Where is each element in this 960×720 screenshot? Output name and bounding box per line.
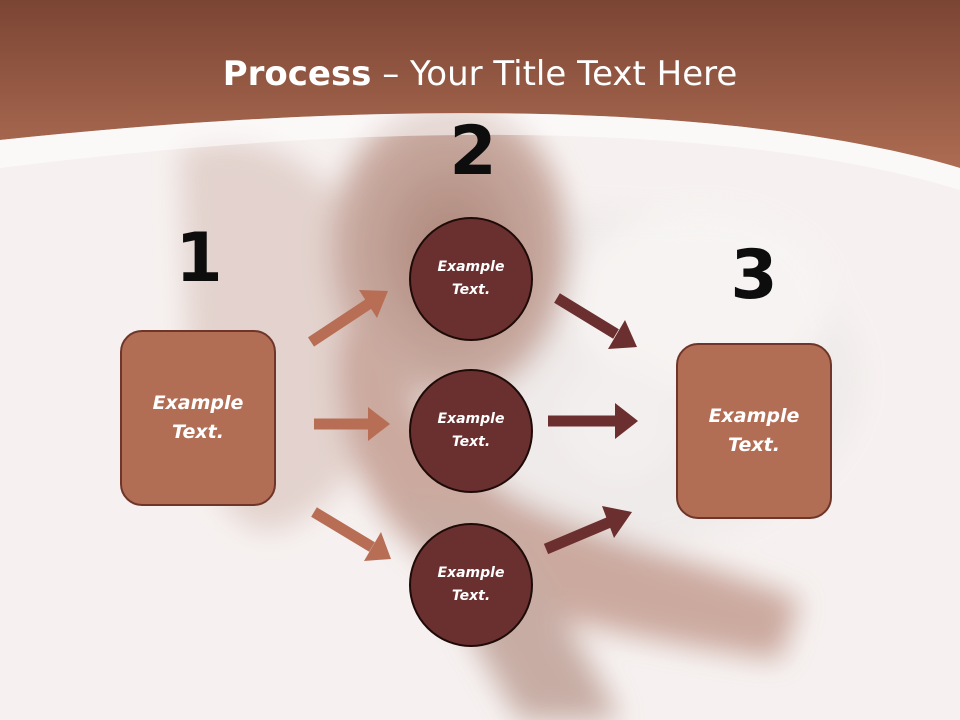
step-2-circle-top: Example Text.	[409, 217, 533, 341]
circle-middle-text-line-2: Text.	[451, 434, 491, 450]
circle-bottom-text-line-1: Example	[437, 565, 505, 581]
step-number-2: 2	[449, 112, 497, 191]
title-bold: Process	[222, 54, 372, 94]
arrow-step1-to-top	[307, 290, 388, 347]
step-2-circle-middle: Example Text.	[409, 369, 533, 493]
step-3-text-line-1: Example	[708, 405, 800, 427]
step-1-box: Example Text.	[120, 330, 276, 506]
step-number-1: 1	[175, 219, 223, 298]
arrow-step1-to-middle	[314, 407, 390, 441]
step-3-text-line-2: Text.	[728, 434, 780, 456]
arrow-top-to-step3	[554, 293, 637, 349]
circle-top-text-line-2: Text.	[451, 282, 491, 298]
step-1-text-line-1: Example	[152, 392, 244, 414]
title-rest: – Your Title Text Here	[371, 54, 738, 94]
step-3-box: Example Text.	[676, 343, 832, 519]
arrow-middle-to-step3	[548, 403, 638, 439]
step-1-text-line-2: Text.	[172, 421, 224, 443]
step-number-3: 3	[730, 236, 778, 315]
slide-title: Process – Your Title Text Here	[0, 50, 960, 98]
circle-bottom-text-line-2: Text.	[451, 588, 491, 604]
arrow-step1-to-bottom	[311, 507, 391, 561]
step-2-circle-bottom: Example Text.	[409, 523, 533, 647]
arrow-bottom-to-step3	[543, 506, 632, 555]
circle-top-text-line-1: Example	[437, 259, 505, 275]
circle-middle-text-line-1: Example	[437, 411, 505, 427]
